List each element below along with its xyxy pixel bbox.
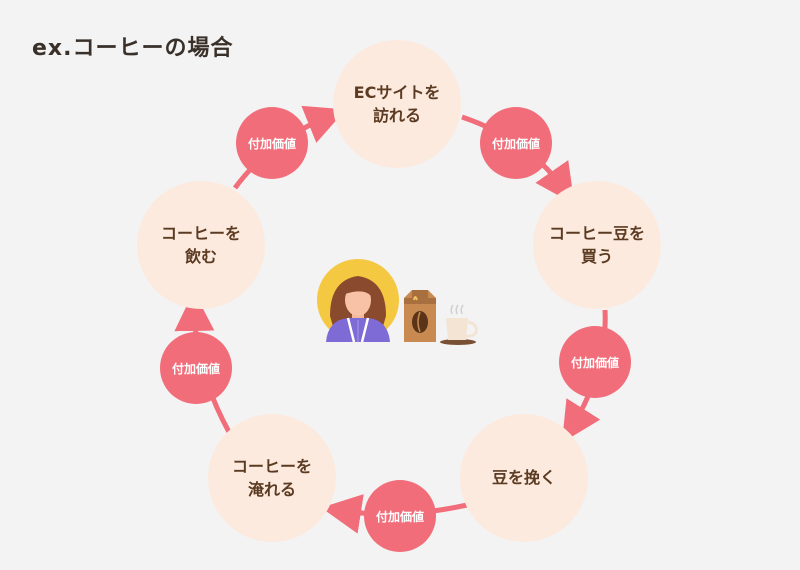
step-brew-coffee: コーヒーを 淹れる [208, 414, 336, 542]
center-illustration [316, 258, 486, 348]
badge-value-added-3: 付加価値 [364, 480, 436, 552]
step-buy-coffee-beans: コーヒー豆を 買う [533, 181, 661, 309]
coffee-cup-icon [440, 304, 478, 345]
diagram-title: ex.コーヒーの場合 [32, 36, 234, 61]
badge-value-added-5: 付加価値 [236, 107, 308, 179]
badge-value-added-2: 付加価値 [559, 326, 631, 398]
badge-value-added-4: 付加価値 [160, 332, 232, 404]
step-visit-ec-site: ECサイトを 訪れる [333, 40, 461, 168]
step-drink-coffee: コーヒーを 飲む [137, 181, 265, 309]
step-grind-beans: 豆を挽く [460, 414, 588, 542]
badge-value-added-1: 付加価値 [480, 107, 552, 179]
coffee-bag-icon [404, 290, 436, 342]
woman-avatar-icon [317, 259, 399, 343]
